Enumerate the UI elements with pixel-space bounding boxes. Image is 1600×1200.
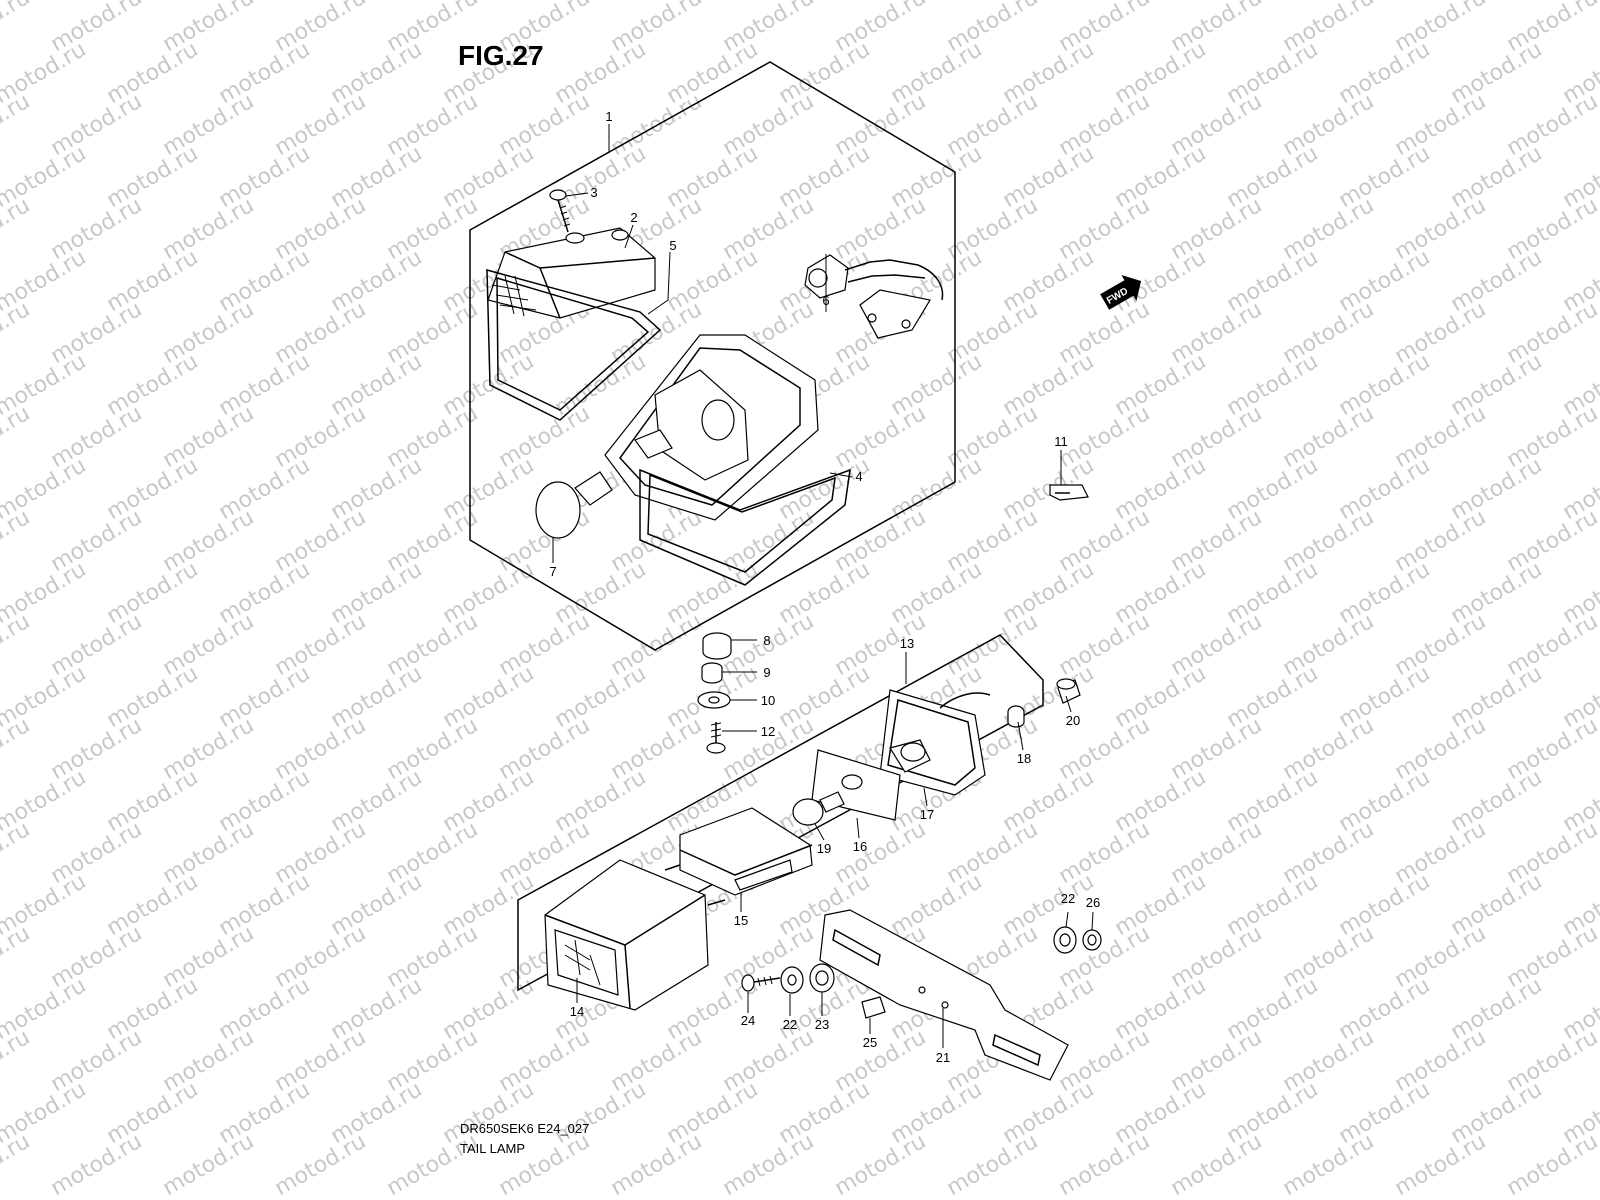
callout-2: 2 xyxy=(630,210,637,225)
callout-14: 14 xyxy=(570,1004,584,1019)
callout-17: 17 xyxy=(920,807,934,822)
callout-15: 15 xyxy=(734,913,748,928)
watermark-text: motod.ru xyxy=(1167,1129,1267,1200)
watermark-text: motod.ru xyxy=(0,0,34,57)
watermark-text: motod.ru xyxy=(1055,1129,1155,1200)
callout-13: 13 xyxy=(900,636,914,651)
watermark-text: motod.ru xyxy=(383,1129,483,1200)
watermark-text: motod.ru xyxy=(0,1129,34,1200)
diagram-title: TAIL LAMP xyxy=(460,1141,525,1156)
callout-20: 20 xyxy=(1066,713,1080,728)
callout-21: 21 xyxy=(936,1050,950,1065)
watermark-text: motod.ru xyxy=(0,713,34,785)
housing-part xyxy=(604,334,851,586)
callout-3: 3 xyxy=(590,185,597,200)
assembly-13-outline xyxy=(517,634,1044,992)
callout-leaders xyxy=(552,124,1094,1048)
cushion-23 xyxy=(809,963,835,993)
clip-11 xyxy=(1049,484,1089,501)
watermark-text: motod.ru xyxy=(271,1129,371,1200)
callout-1: 1 xyxy=(605,109,612,124)
grommet-8 xyxy=(702,632,732,660)
grommet-18 xyxy=(1007,705,1025,728)
watermark-text: motod.ru xyxy=(0,89,34,161)
watermark-text: motod.ru xyxy=(0,401,34,473)
watermark-text: motod.ru xyxy=(495,1129,595,1200)
watermark-text: motod.ru xyxy=(0,921,34,993)
license-bulb-19 xyxy=(792,791,845,826)
license-bracket-21 xyxy=(819,909,1069,1081)
watermark-text: motod.ru xyxy=(159,1129,259,1200)
watermark-text: motod.ru xyxy=(0,609,34,681)
watermark-text: motod.ru xyxy=(943,1129,1043,1200)
callout-7: 7 xyxy=(549,564,556,579)
callout-10: 10 xyxy=(761,693,775,708)
callout-25: 25 xyxy=(863,1035,877,1050)
watermark-text: motod.ru xyxy=(1391,1129,1491,1200)
tail-bulb-part xyxy=(535,471,613,539)
license-lens-15 xyxy=(679,807,813,896)
nut-26 xyxy=(1082,929,1102,951)
figure-label: FIG.27 xyxy=(458,40,544,71)
watermark-text: motod.ru xyxy=(0,1025,34,1097)
callout-19: 19 xyxy=(817,841,831,856)
watermark-text: motod.ru xyxy=(831,1129,931,1200)
watermark-text: motod.ru xyxy=(719,1129,819,1200)
callout-16: 16 xyxy=(853,839,867,854)
callout-6: 6 xyxy=(822,293,829,308)
callout-18: 18 xyxy=(1017,751,1031,766)
gasket-part xyxy=(486,269,662,421)
callout-4: 4 xyxy=(855,469,862,484)
bolt-12 xyxy=(706,722,726,754)
callout-numbers: 1 2 3 4 5 6 7 8 9 10 11 12 13 14 15 16 1… xyxy=(549,109,1100,1065)
nut-22-upper xyxy=(1053,926,1077,954)
watermark-text: motod.ru xyxy=(607,1129,707,1200)
diagram-code: DR650SEK6 E24_027 xyxy=(460,1121,589,1136)
washer-22-lower xyxy=(780,966,804,994)
callout-24: 24 xyxy=(741,1013,755,1028)
license-lamp-assembly xyxy=(811,689,991,821)
callout-8: 8 xyxy=(763,633,770,648)
watermark-text: motod.ru xyxy=(0,505,34,577)
callout-11: 11 xyxy=(1054,434,1068,449)
spacer-20 xyxy=(1056,678,1081,704)
callout-12: 12 xyxy=(761,724,775,739)
watermark-text: motod.ru xyxy=(1279,1129,1379,1200)
callout-23: 23 xyxy=(815,1017,829,1032)
watermark-text: motod.ru xyxy=(1503,1129,1600,1200)
clip-25 xyxy=(861,996,886,1019)
callout-22-upper: 22 xyxy=(1061,891,1075,906)
lens-part xyxy=(487,227,656,319)
callout-5: 5 xyxy=(669,238,676,253)
washer-10 xyxy=(697,691,731,709)
callout-9: 9 xyxy=(763,665,770,680)
collar-9 xyxy=(701,662,723,684)
watermark-text: motod.ru xyxy=(47,1129,147,1200)
callout-26: 26 xyxy=(1086,895,1100,910)
watermark-text: motod.ru xyxy=(0,817,34,889)
watermark-text: motod.ru xyxy=(0,193,34,265)
callout-22-lower: 22 xyxy=(783,1017,797,1032)
assembly-1-outline xyxy=(469,61,956,651)
bolt-24 xyxy=(741,974,781,992)
lens-screw xyxy=(549,189,571,233)
watermark-text: motod.ru xyxy=(0,297,34,369)
tail-lamp-14 xyxy=(544,859,726,1011)
